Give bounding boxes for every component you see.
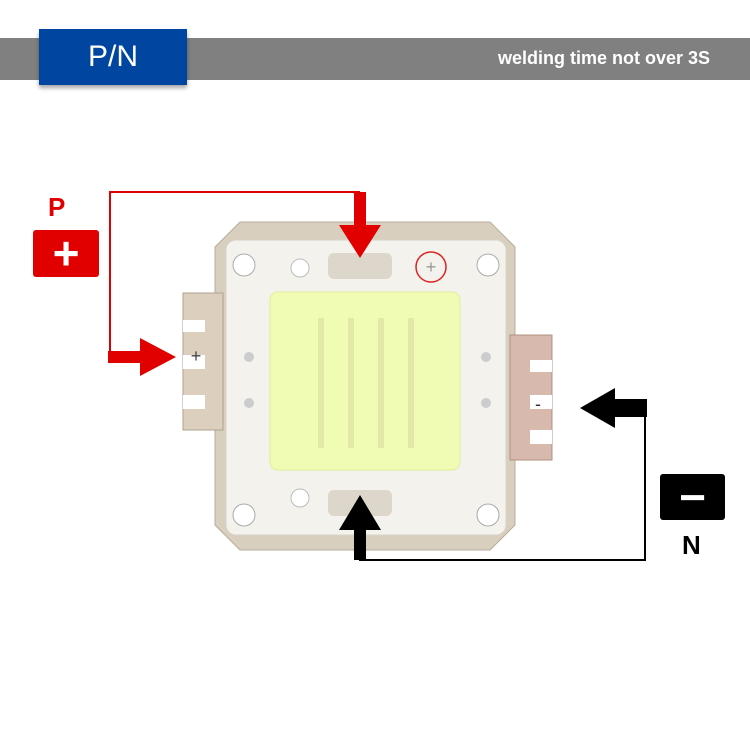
negative-label: N <box>682 530 701 560</box>
chip-plus-mark: + <box>426 257 437 277</box>
positive-symbol-box: + <box>33 230 99 277</box>
positive-symbol: + <box>52 227 80 279</box>
polarity-marker-circle <box>415 251 447 283</box>
negative-arrow-left <box>580 388 647 428</box>
negative-symbol-box: − <box>660 474 725 520</box>
positive-label: P <box>48 192 66 222</box>
negative-arrow-up <box>339 495 381 560</box>
tab-plus-mark: + <box>191 346 202 366</box>
tab-minus-mark: - <box>535 394 541 414</box>
pn-badge: P/N <box>39 29 187 85</box>
welding-note: welding time not over 3S <box>497 48 710 68</box>
led-emitter <box>269 291 461 471</box>
positive-arrow-down <box>339 192 381 258</box>
positive-arrow-right <box>108 338 176 376</box>
negative-symbol: − <box>679 471 706 523</box>
led-dots <box>318 318 414 448</box>
